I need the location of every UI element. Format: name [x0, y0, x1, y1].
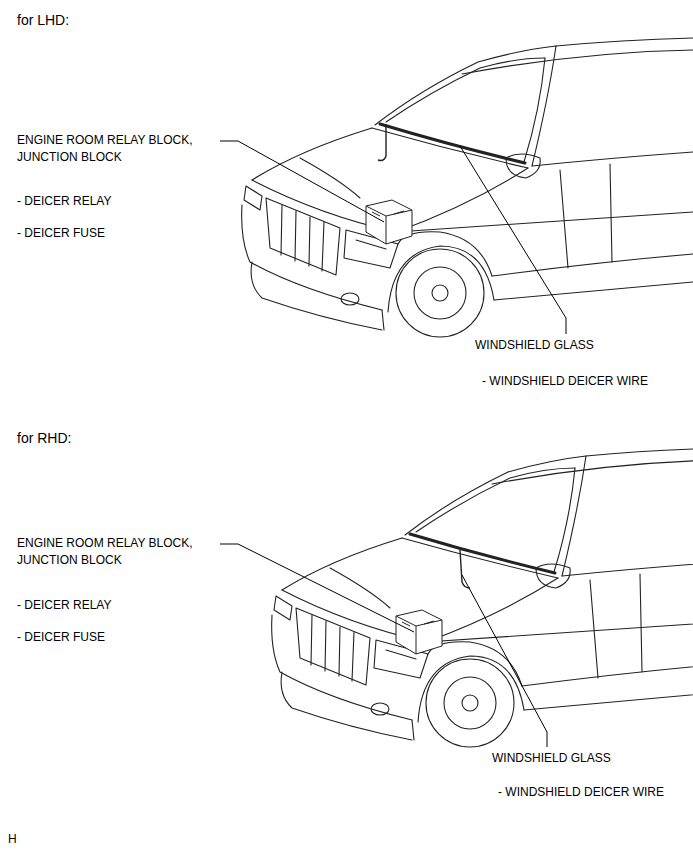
component-name: - WINDSHIELD DEICER WIRE: [498, 784, 664, 801]
component-name: - WINDSHIELD DEICER WIRE: [482, 373, 648, 390]
part-name: WINDSHIELD GLASS: [492, 750, 611, 767]
part-name: ENGINE ROOM RELAY BLOCK, JUNCTION BLOCK: [17, 535, 232, 569]
figure-code: H: [8, 831, 17, 848]
component-name: - DEICER FUSE: [17, 225, 105, 242]
section-heading: for RHD:: [17, 430, 71, 447]
part-name: ENGINE ROOM RELAY BLOCK, JUNCTION BLOCK: [17, 132, 232, 166]
component-name: - DEICER FUSE: [17, 629, 105, 646]
part-name: WINDSHIELD GLASS: [475, 337, 594, 354]
section-heading: for LHD:: [17, 12, 69, 29]
component-name: - DEICER RELAY: [17, 597, 111, 614]
component-name: - DEICER RELAY: [17, 193, 111, 210]
